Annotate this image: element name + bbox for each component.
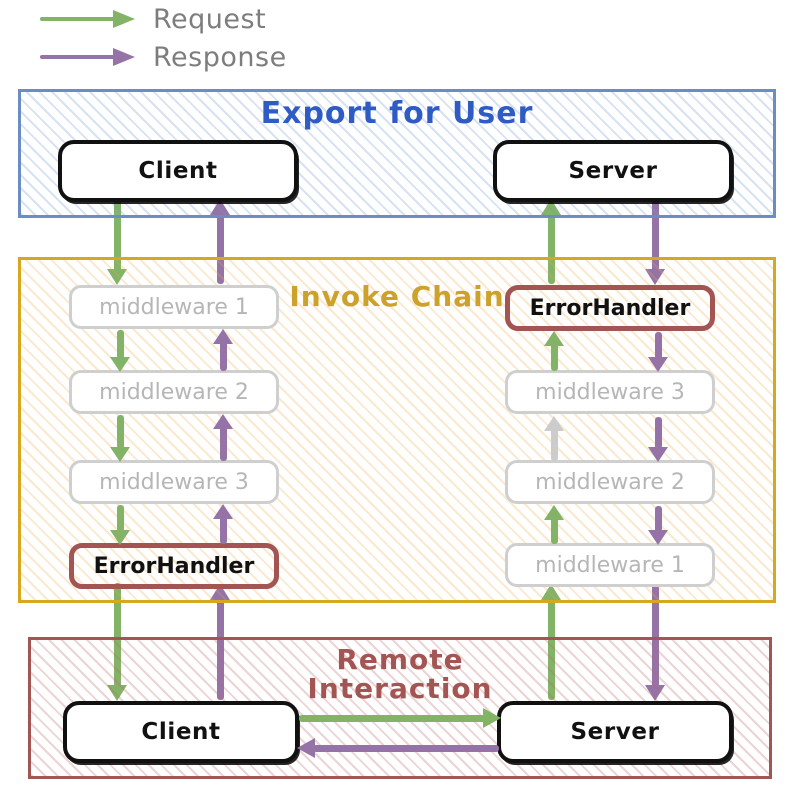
arrow-response-remote-server-to-client [297,738,499,758]
section-title-remote-line1: Remote [336,643,464,676]
arrow-request-mw3-to-errorhandler [110,505,130,545]
node-label: middleware 2 [535,469,685,495]
arrow-right-icon [40,10,135,28]
section-export-for-user: Export for User Client Server [18,89,776,218]
section-title-remote-line2: Interaction [307,672,493,706]
node-left-middleware-1[interactable]: middleware 1 [69,285,279,329]
arrow-response-mw1-to-remote-server [645,583,665,701]
node-export-client[interactable]: Client [58,140,298,202]
arrow-request-remote-client-to-server [299,708,501,728]
arrow-response-right-errorhandler-to-mw3 [648,332,668,372]
arrow-response-errorhandler-to-mw3 [213,504,233,544]
legend-item-response: Response [40,41,287,73]
section-title-remote: Remote Interaction [31,645,769,704]
arrow-response-right-mw3-to-mw2 [648,417,668,462]
node-label: Client [138,158,218,184]
arrow-response-mw2-to-mw1 [213,329,233,371]
node-label: ErrorHandler [529,295,691,321]
arrow-response-server-to-errorhandler [645,198,665,285]
legend-item-request: Request [40,3,267,35]
legend-label-response: Response [153,41,287,73]
node-remote-client[interactable]: Client [63,701,299,763]
node-left-errorhandler[interactable]: ErrorHandler [69,543,279,589]
arrow-request-remote-server-to-mw1 [541,584,561,700]
node-label: middleware 3 [99,469,249,495]
node-right-middleware-2[interactable]: middleware 2 [505,460,715,504]
section-title-export: Export for User [260,96,534,131]
node-label: middleware 2 [99,379,249,405]
node-label: middleware 1 [99,294,249,320]
arrow-request-errorhandler-to-remote-client [107,583,127,701]
node-label: Server [568,158,658,184]
node-label: middleware 1 [535,552,685,578]
legend: Request Response [0,0,400,84]
node-right-middleware-3[interactable]: middleware 3 [505,370,715,414]
arrow-response-mw3-to-mw2 [213,414,233,461]
arrow-request-inactive-right-mw2-to-mw3 [544,416,564,461]
node-label: middleware 3 [535,379,685,405]
node-remote-server[interactable]: Server [497,701,733,763]
node-label: ErrorHandler [93,553,255,579]
arrow-response-mw1-to-client [210,199,230,284]
legend-label-request: Request [153,3,267,35]
node-left-middleware-2[interactable]: middleware 2 [69,370,279,414]
arrow-request-client-to-mw1 [107,198,127,285]
section-title-invoke: Invoke Chain [289,280,505,313]
arrow-right-icon [40,48,135,66]
arrow-request-errorhandler-to-server [541,199,561,284]
arrow-request-right-mw1-to-mw2 [544,505,564,544]
node-right-errorhandler[interactable]: ErrorHandler [505,285,715,331]
arrow-request-mw1-to-mw2 [110,330,130,372]
node-left-middleware-3[interactable]: middleware 3 [69,460,279,504]
arrow-request-right-mw3-to-errorhandler [544,331,564,371]
arrow-response-right-mw2-to-mw1 [648,506,668,545]
section-invoke-chain: Invoke Chain middleware 1 middleware 2 m… [18,257,776,603]
section-remote-interaction: Remote Interaction Client Server [28,637,772,779]
node-label: Client [141,719,221,745]
node-right-middleware-1[interactable]: middleware 1 [505,543,715,587]
node-export-server[interactable]: Server [493,140,733,202]
node-label: Server [570,719,660,745]
arrow-request-mw2-to-mw3 [110,415,130,462]
